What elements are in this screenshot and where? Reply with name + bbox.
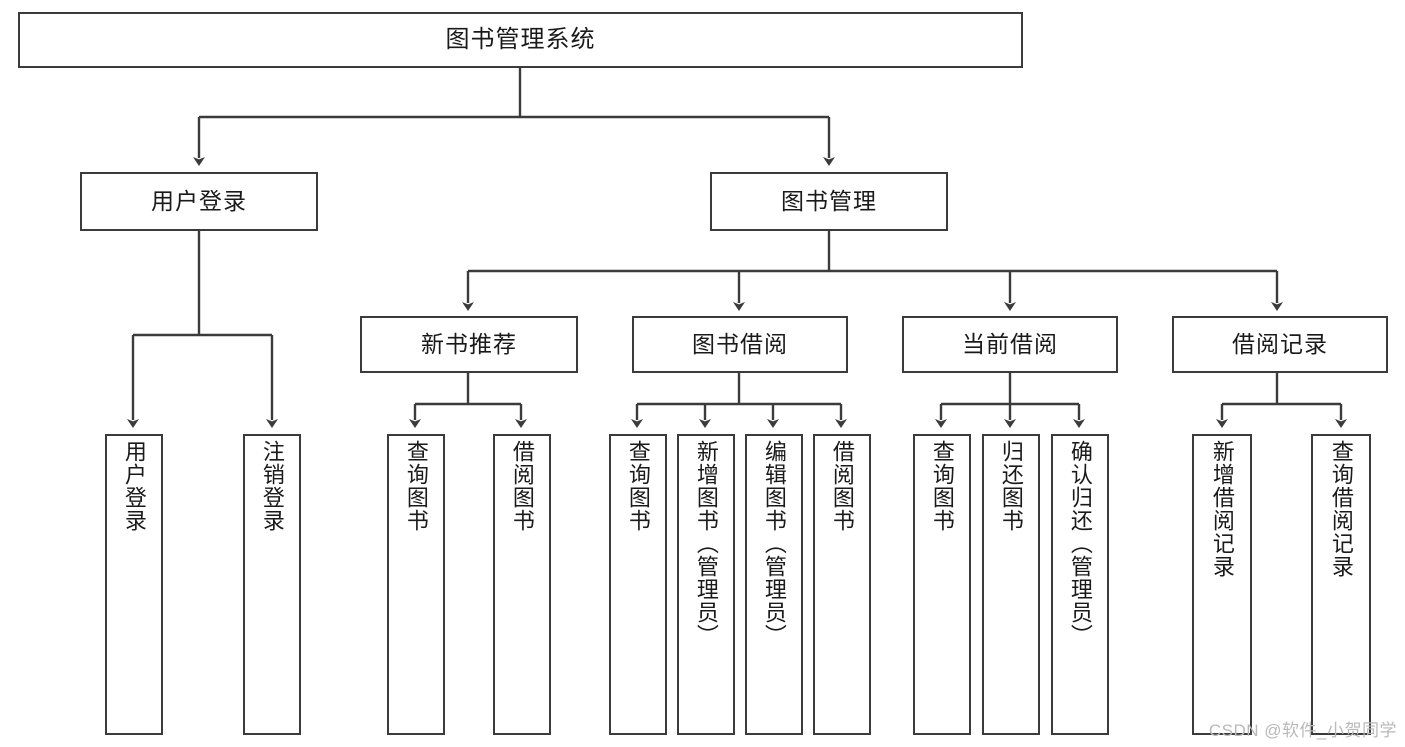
leaf-borrow-book-2[interactable]: 借阅图书	[813, 434, 871, 735]
leaf-add-book[interactable]: 新增图书（管理员）	[677, 434, 735, 735]
leaf-confirm-return-label: 确认归还（管理员）	[1067, 440, 1093, 647]
node-borrow-record[interactable]: 借阅记录	[1172, 316, 1388, 373]
leaf-return-book[interactable]: 归还图书	[982, 434, 1040, 735]
leaf-query-record-label: 查询借阅记录	[1328, 440, 1354, 578]
node-new-book-recommend-label: 新书推荐	[421, 330, 517, 357]
leaf-return-book-label: 归还图书	[998, 440, 1024, 532]
leaf-query-book-1[interactable]: 查询图书	[387, 434, 445, 735]
node-book-manage-label: 图书管理	[781, 187, 877, 214]
leaf-query-record[interactable]: 查询借阅记录	[1311, 434, 1371, 735]
node-book-borrow[interactable]: 图书借阅	[632, 316, 848, 373]
leaf-query-book-2-label: 查询图书	[625, 440, 651, 532]
leaf-confirm-return[interactable]: 确认归还（管理员）	[1051, 434, 1109, 735]
leaf-query-book-1-label: 查询图书	[403, 440, 429, 532]
node-new-book-recommend[interactable]: 新书推荐	[360, 316, 578, 373]
node-root-label: 图书管理系统	[445, 25, 596, 53]
watermark-text: CSDN @软件_小贺同学	[1208, 721, 1397, 740]
leaf-add-book-label: 新增图书（管理员）	[693, 440, 719, 647]
node-user-login[interactable]: 用户登录	[80, 172, 318, 231]
leaf-add-record-label: 新增借阅记录	[1209, 440, 1235, 578]
leaf-edit-book-label: 编辑图书（管理员）	[761, 440, 787, 647]
node-borrow-record-label: 借阅记录	[1232, 330, 1328, 357]
leaf-logout-login-label: 注销登录	[259, 440, 285, 532]
leaf-add-record[interactable]: 新增借阅记录	[1192, 434, 1252, 735]
leaf-borrow-book-1[interactable]: 借阅图书	[493, 434, 551, 735]
leaf-user-login-label: 用户登录	[121, 440, 147, 532]
node-book-borrow-label: 图书借阅	[692, 330, 788, 357]
leaf-query-book-2[interactable]: 查询图书	[609, 434, 667, 735]
leaf-borrow-book-2-label: 借阅图书	[829, 440, 855, 532]
leaf-borrow-book-1-label: 借阅图书	[509, 440, 535, 532]
leaf-query-book-3-label: 查询图书	[929, 440, 955, 532]
leaf-edit-book[interactable]: 编辑图书（管理员）	[745, 434, 803, 735]
node-root[interactable]: 图书管理系统	[18, 12, 1023, 68]
node-book-manage[interactable]: 图书管理	[710, 172, 948, 231]
node-user-login-label: 用户登录	[151, 187, 247, 214]
leaf-user-login[interactable]: 用户登录	[105, 434, 163, 735]
leaf-query-book-3[interactable]: 查询图书	[913, 434, 971, 735]
node-current-borrow[interactable]: 当前借阅	[902, 316, 1118, 373]
node-current-borrow-label: 当前借阅	[962, 330, 1058, 357]
leaf-logout-login[interactable]: 注销登录	[243, 434, 301, 735]
